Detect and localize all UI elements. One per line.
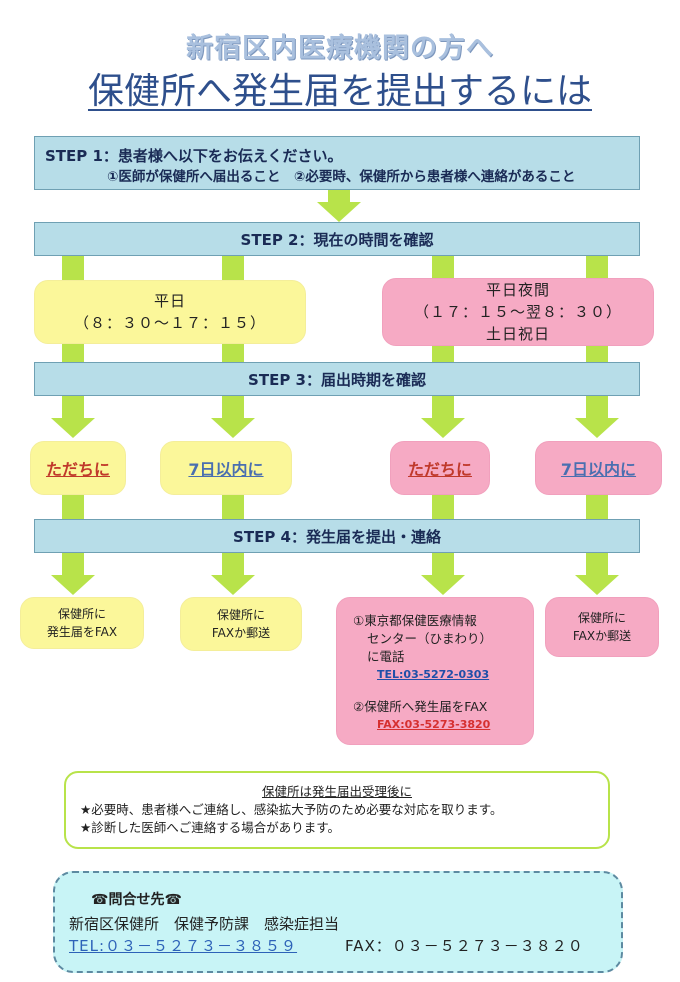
connector — [222, 256, 244, 282]
contact-tel-link[interactable]: TEL:０３－５２７３－３８５９ — [69, 937, 298, 955]
action-line: 発生届をFAX — [46, 625, 118, 639]
weekday-hours: （８：３０〜１７：１５） — [73, 314, 266, 332]
connector — [586, 256, 608, 282]
action-line: 保健所に — [57, 607, 106, 621]
contact-box: ☎問合せ先☎ 新宿区保健所 保健予防課 感染症担当 TEL:０３－５２７３－３８… — [53, 871, 623, 973]
action-weekday-now: 保健所に 発生届をFAX — [20, 597, 144, 649]
arrow-down — [51, 553, 95, 595]
connector — [432, 256, 454, 282]
arrow-down — [575, 553, 619, 595]
step3-heading: STEP 3：届出時期を確認 — [248, 370, 426, 389]
contact-fax: FAX：０３－５２７３－３８２０ — [345, 937, 584, 955]
action-line: 保健所に — [577, 611, 626, 625]
notice-heading: 保健所は発生届出受理後に — [261, 784, 412, 799]
himawari-tel-link[interactable]: TEL:03-5272-0303 — [377, 668, 490, 681]
step1-detail: ①医師が保健所へ届出ること ②必要時、保健所から患者様へ連絡があること — [107, 169, 576, 185]
arrow-down — [421, 553, 465, 595]
step1-bar: STEP 1：患者様へ以下をお伝えください。 ①医師が保健所へ届出ること ②必要… — [34, 136, 640, 190]
action-night-now: ①東京都保健医療情報 センター（ひまわり） に電話 TEL:03-5272-03… — [336, 597, 534, 745]
step2-heading: STEP 2：現在の時間を確認 — [240, 230, 434, 249]
action-line: センター（ひまわり） — [367, 631, 493, 646]
weekday-time-box: 平日 （８：３０〜１７：１５） — [34, 280, 306, 344]
connector — [432, 495, 454, 519]
timing-label: 7日以内に — [188, 460, 264, 479]
connector — [62, 495, 84, 519]
connector — [586, 346, 608, 362]
contact-heading: ☎問合せ先☎ — [91, 892, 182, 908]
connector — [586, 495, 608, 519]
notice-item: ★診断した医師へご連絡する場合があります。 — [80, 820, 340, 835]
action-weekday-7days: 保健所に FAXか郵送 — [180, 597, 302, 651]
timing-label: ただちに — [407, 460, 472, 479]
contact-department: 新宿区保健所 保健予防課 感染症担当 — [69, 915, 340, 933]
timing-label: 7日以内に — [560, 460, 637, 479]
action-line: FAXか郵送 — [211, 626, 271, 640]
timing-night-7days: 7日以内に — [535, 441, 662, 495]
timing-label: ただちに — [45, 460, 110, 479]
connector — [432, 346, 454, 362]
arrow-down — [51, 396, 95, 438]
connector — [62, 256, 84, 282]
weekday-label: 平日 — [153, 292, 186, 310]
step2-bar: STEP 2：現在の時間を確認 — [34, 222, 640, 256]
arrow-step1-step2 — [317, 190, 361, 222]
timing-weekday-now: ただちに — [30, 441, 126, 495]
timing-night-now: ただちに — [390, 441, 490, 495]
arrow-down — [575, 396, 619, 438]
action-line: ②保健所へ発生届をFAX — [353, 699, 488, 714]
connector — [222, 495, 244, 519]
step4-heading: STEP 4：発生届を提出・連絡 — [233, 527, 441, 546]
step1-heading: STEP 1：患者様へ以下をお伝えください。 — [45, 147, 343, 165]
hokenjo-fax-link[interactable]: FAX:03-5273-3820 — [377, 718, 491, 731]
timing-weekday-7days: 7日以内に — [160, 441, 292, 495]
action-line: 保健所に — [216, 608, 265, 622]
notice-item: ★必要時、患者様へご連絡し、感染拡大予防のため必要な対応を取ります。 — [80, 802, 503, 817]
page-title: 新宿区内医療機関の方へ — [186, 33, 494, 64]
action-line: に電話 — [367, 649, 405, 664]
action-night-7days: 保健所に FAXか郵送 — [545, 597, 659, 657]
connector — [222, 344, 244, 362]
step4-bar: STEP 4：発生届を提出・連絡 — [34, 519, 640, 553]
action-line: ①東京都保健医療情報 — [353, 613, 477, 628]
arrow-down — [211, 396, 255, 438]
night-label: 平日夜間 — [485, 281, 550, 299]
night-hours: （１７：１５〜翌８：３０） — [413, 303, 622, 321]
step3-bar: STEP 3：届出時期を確認 — [34, 362, 640, 396]
arrow-down — [421, 396, 465, 438]
night-time-box: 平日夜間 （１７：１５〜翌８：３０） 土日祝日 — [382, 278, 654, 346]
action-line: FAXか郵送 — [572, 629, 632, 643]
page-subtitle: 保健所へ発生届を提出するには — [87, 71, 592, 112]
arrow-down — [211, 553, 255, 595]
connector — [62, 344, 84, 362]
holiday-label: 土日祝日 — [485, 325, 550, 343]
notice-box: 保健所は発生届出受理後に ★必要時、患者様へご連絡し、感染拡大予防のため必要な対… — [64, 771, 610, 849]
